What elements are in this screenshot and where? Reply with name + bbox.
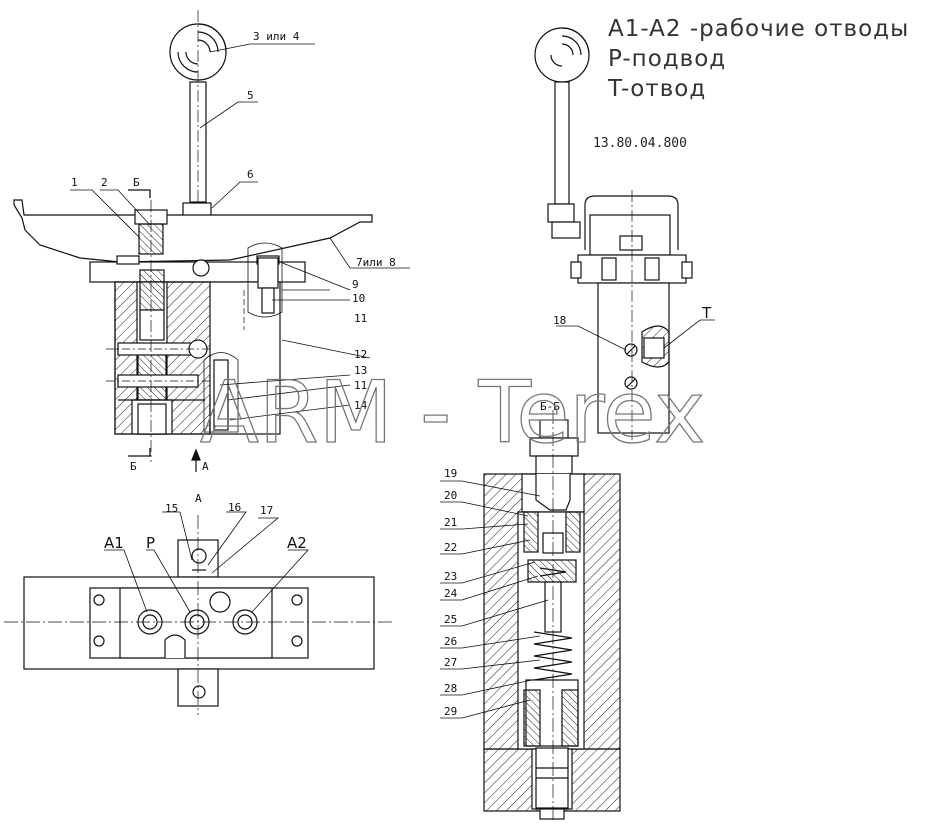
- side-view: [534, 27, 693, 440]
- legend-line-return: T-отвод: [608, 76, 707, 102]
- callout-15: 15: [165, 502, 178, 515]
- section-bb-label: Б-Б: [540, 400, 560, 413]
- callout-21: 21: [444, 516, 457, 529]
- callout-12: 12: [354, 348, 367, 361]
- callout-labels: 1 2 3 или 4 5 6 7или 8 9 10 11 12 13 11 …: [71, 30, 566, 718]
- callout-29: 29: [444, 705, 457, 718]
- callout-27: 27: [444, 656, 457, 669]
- port-p-label: P: [146, 534, 155, 552]
- callout-16: 16: [228, 501, 241, 514]
- side-view-leaders: [556, 319, 715, 351]
- section-b-bottom-label: Б: [130, 460, 137, 473]
- drawing-code: 13.80.04.800: [593, 136, 687, 151]
- callout-19: 19: [444, 467, 457, 480]
- port-a2-label: A2: [287, 534, 307, 552]
- callout-17: 17: [260, 504, 273, 517]
- callout-1: 1: [71, 176, 78, 189]
- section-marker-labels: Б Б А А Б-Б: [130, 176, 560, 505]
- callout-10: 10: [352, 292, 365, 305]
- side-handle-knob: [534, 27, 590, 83]
- callout-28: 28: [444, 682, 457, 695]
- callout-6: 6: [247, 168, 254, 181]
- callout-23: 23: [444, 570, 457, 583]
- callout-25: 25: [444, 613, 457, 626]
- port-a1-label: A1: [104, 534, 124, 552]
- front-view-leaders: [70, 43, 410, 421]
- port-t-label: T: [701, 304, 712, 322]
- watermark: ARM - Terex: [200, 363, 705, 463]
- callout-20: 20: [444, 489, 457, 502]
- callout-13: 13: [354, 364, 367, 377]
- section-b-top-label: Б: [133, 176, 140, 189]
- callout-2: 2: [101, 176, 108, 189]
- callout-3-4: 3 или 4: [253, 30, 300, 43]
- legend-line-supply: P-подвод: [608, 46, 727, 72]
- callout-18: 18: [553, 314, 566, 327]
- legend-line-working-ports: A1-A2 -рабочие отводы: [608, 16, 910, 42]
- port-labels: A1 P A2 T: [104, 304, 712, 552]
- callout-11a: 11: [354, 312, 367, 325]
- section-bb-view: [483, 410, 621, 822]
- callout-24: 24: [444, 587, 458, 600]
- callout-11b: 11: [354, 379, 367, 392]
- view-a-arrow-label: А: [202, 460, 209, 473]
- plan-view-leaders: [104, 511, 309, 613]
- callout-14: 14: [354, 399, 368, 412]
- callout-26: 26: [444, 635, 457, 648]
- view-a-top-label: А: [195, 492, 202, 505]
- callout-5: 5: [247, 89, 254, 102]
- port-legend: A1-A2 -рабочие отводы P-подвод T-отвод: [608, 14, 909, 104]
- callout-9: 9: [352, 278, 359, 291]
- plan-view-a: [4, 515, 395, 715]
- callout-7-8: 7или 8: [356, 256, 396, 269]
- callout-22: 22: [444, 541, 457, 554]
- section-bb-leaders: [440, 480, 549, 719]
